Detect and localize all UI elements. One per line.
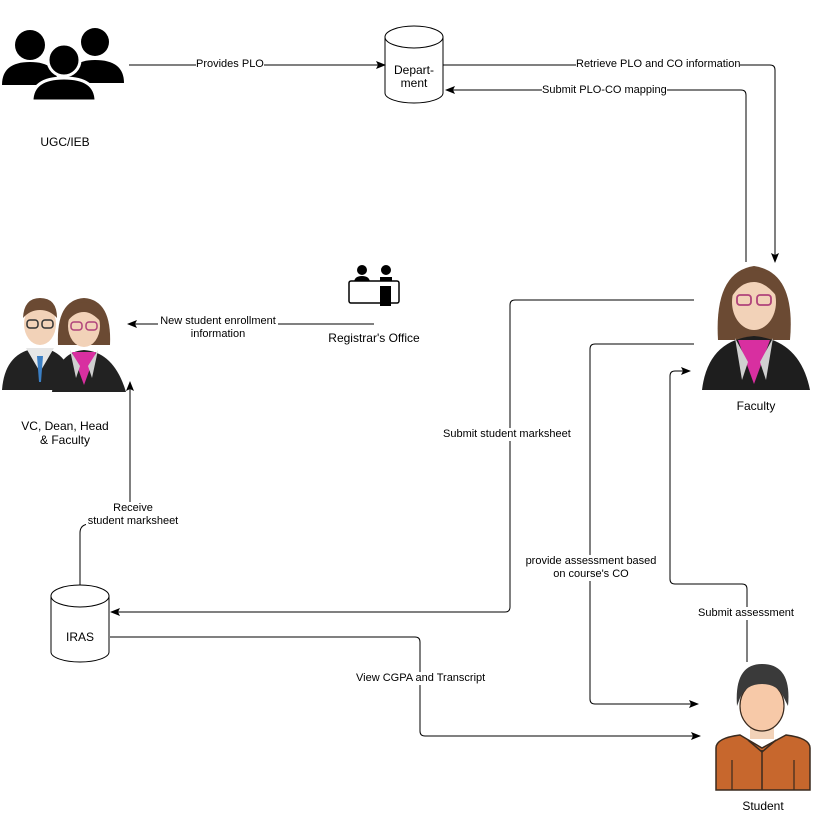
edge-label-enrollment: New student enrollment information xyxy=(158,315,278,341)
edge-receive-marksheet xyxy=(79,381,134,585)
edge-label-retrieve-plo: Retrieve PLO and CO information xyxy=(576,58,741,71)
edge-label-submit-mapping: Submit PLO-CO mapping xyxy=(542,84,667,97)
edge-submit-mapping xyxy=(445,86,747,262)
ugc-ieb-label: UGC/IEB xyxy=(40,135,90,149)
student-label: Student xyxy=(742,799,784,813)
registrars-office-label: Registrar's Office xyxy=(328,331,420,345)
edge-retrieve-plo xyxy=(443,64,779,263)
iras-label: IRAS xyxy=(65,630,94,644)
edge-label-submit-assessment: Submit assessment xyxy=(698,607,794,620)
edge-provide-assessment xyxy=(589,343,699,708)
faculty-person-icon xyxy=(702,266,810,390)
edge-submit-marksheet xyxy=(110,299,694,616)
vc-dean-head-faculty-label: VC, Dean, Head & Faculty xyxy=(21,419,109,447)
department-label: Depart- ment xyxy=(393,63,434,90)
department-database-icon xyxy=(384,25,444,104)
group-people-icon xyxy=(2,28,124,103)
vc-dean-people-icon xyxy=(2,298,126,392)
edge-label-provides-plo: Provides PLO xyxy=(196,58,264,71)
edge-submit-assessment xyxy=(669,367,748,662)
faculty-label: Faculty xyxy=(736,399,776,413)
connector-lines xyxy=(79,61,779,740)
iras-database-icon xyxy=(50,584,110,663)
edge-view-cgpa xyxy=(110,636,701,740)
edge-label-provide-assessment: provide assessment based on course's CO xyxy=(522,555,660,581)
registrar-desk-icon xyxy=(348,265,400,306)
edge-label-submit-marksheet: Submit student marksheet xyxy=(443,428,571,441)
edge-label-receive-marksheet: Receive student marksheet xyxy=(86,502,180,528)
student-person-icon xyxy=(715,664,811,791)
edge-label-view-cgpa: View CGPA and Transcript xyxy=(356,672,486,685)
